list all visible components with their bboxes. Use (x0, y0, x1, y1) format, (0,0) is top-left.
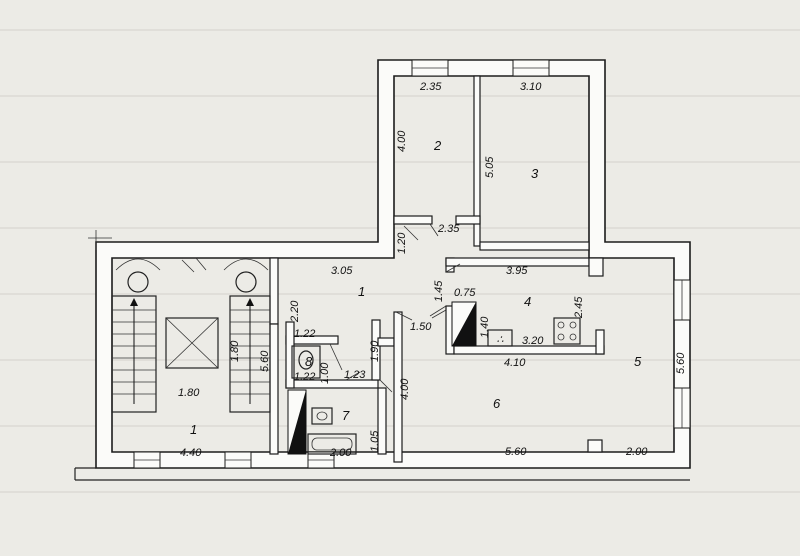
dim-1-50: 1.50 (410, 321, 432, 333)
room-number-4: 4 (524, 294, 531, 309)
room-number-3: 3 (531, 166, 539, 181)
interior-walls (269, 75, 605, 463)
dim-1-00: 1.00 (319, 362, 331, 384)
dim-1-40: 1.40 (479, 316, 491, 338)
dim-4-00-room6: 4.00 (399, 378, 411, 400)
doors (181, 223, 461, 393)
sink-dots: ∴ (497, 334, 504, 346)
dim-1-22-lower: 1.22 (294, 371, 315, 383)
room-number-8: 8 (305, 354, 313, 369)
dim-4-10: 4.10 (504, 357, 526, 369)
room-number-1-stair: 1 (190, 422, 197, 437)
dim-4-00-room2: 4.00 (396, 130, 408, 152)
dim-2-20: 2.20 (289, 300, 301, 323)
dim-3-05: 3.05 (331, 265, 353, 277)
dim-4-40: 4.40 (180, 447, 202, 459)
dim-1-23: 1.23 (344, 369, 366, 381)
dim-3-95: 3.95 (506, 265, 528, 277)
dimension-labels: 2.35 3.10 4.00 5.05 2.35 1.20 3.05 3.95 … (178, 81, 687, 459)
room-labels: 1 1 2 3 4 5 6 7 8 (190, 138, 642, 437)
dim-3-10: 3.10 (520, 81, 542, 93)
dim-5-05: 5.05 (484, 156, 496, 178)
dim-1-80-horizontal: 1.80 (178, 387, 200, 399)
dim-2-00-bath: 2.00 (329, 447, 352, 459)
dim-1-05: 1.05 (369, 430, 381, 452)
dim-5-60-bottom: 5.60 (505, 446, 527, 458)
dim-1-22-upper: 1.22 (294, 328, 315, 340)
dim-1-80-vertical: 1.80 (229, 340, 241, 362)
room-number-2: 2 (433, 138, 442, 153)
dim-5-60-left: 5.60 (259, 350, 271, 372)
room-number-5: 5 (634, 354, 642, 369)
room-number-1-hall: 1 (358, 284, 365, 299)
dim-1-45: 1.45 (433, 280, 445, 302)
dim-2-00-right: 2.00 (625, 446, 648, 458)
windows (133, 59, 691, 469)
dim-2-35-top: 2.35 (419, 81, 442, 93)
dim-3-20: 3.20 (522, 335, 544, 347)
dim-5-60-right: 5.60 (675, 352, 687, 374)
fixtures: ∴ (287, 301, 581, 455)
dim-2-35-bottom: 2.35 (437, 223, 460, 235)
dim-1-90: 1.90 (369, 340, 381, 362)
dim-2-45: 2.45 (573, 296, 585, 319)
dim-0-75: 0.75 (454, 287, 476, 299)
room-number-6: 6 (493, 396, 501, 411)
staircase (111, 258, 271, 413)
dim-1-20: 1.20 (396, 232, 408, 254)
room-number-7: 7 (342, 408, 350, 423)
